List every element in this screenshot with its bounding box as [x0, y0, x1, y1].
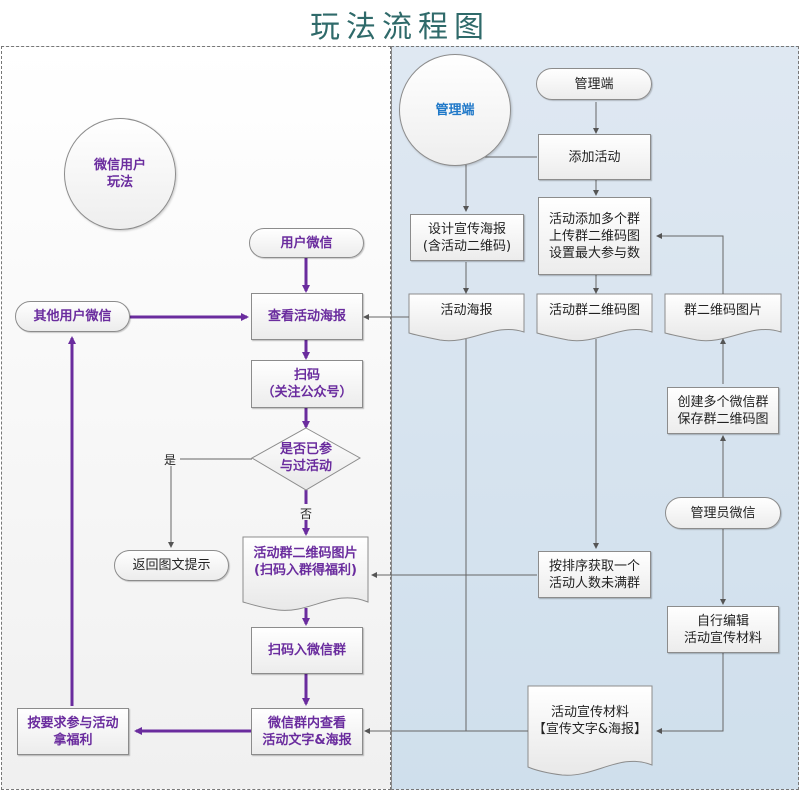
design-poster-step[interactable]: 设计宣传海报 (含活动二维码): [410, 214, 524, 261]
group-qr-doc-shape: [536, 293, 653, 342]
page-title: 玩法流程图: [310, 10, 490, 45]
user-flow-lines: [68, 258, 310, 735]
qr-image-doc[interactable]: 群二维码图片: [683, 303, 762, 318]
other-users-wechat[interactable]: 其他用户微信: [15, 301, 130, 332]
user-wechat-start[interactable]: 用户微信: [249, 228, 364, 258]
admin-lane-circle: 管理端: [399, 54, 511, 166]
group-qr-image-doc[interactable]: 活动群二维码图片 (扫码入群得福利): [253, 546, 358, 578]
admin-flow-lines: [168, 102, 726, 734]
decision-diamond-shape: [250, 427, 362, 491]
admin-start[interactable]: 管理端: [536, 68, 652, 100]
user-lane-label: 微信用户 玩法: [93, 158, 146, 190]
join-group-step[interactable]: 扫码入微信群: [251, 627, 363, 674]
group-qr-doc[interactable]: 活动群二维码图: [548, 303, 640, 318]
materials-doc-shape: [527, 685, 653, 776]
poster-doc[interactable]: 活动海报: [440, 303, 493, 318]
admin-wechat[interactable]: 管理员微信: [665, 497, 781, 529]
decision-yes-label: 是: [164, 453, 177, 467]
participate-step[interactable]: 按要求参与活动 拿福利: [17, 708, 129, 755]
participated-decision[interactable]: 是否已参 与过活动: [279, 442, 332, 474]
poster-doc-shape: [408, 293, 525, 342]
edit-materials-step[interactable]: 自行编辑 活动宣传材料: [667, 606, 779, 653]
add-activity-step[interactable]: 添加活动: [538, 134, 651, 180]
user-lane-circle: 微信用户 玩法: [64, 118, 176, 230]
admin-lane-label: 管理端: [435, 102, 475, 118]
view-in-group-step[interactable]: 微信群内查看 活动文字&海报: [251, 708, 363, 755]
user-group-qr-doc-shape: [242, 536, 369, 611]
scan-step[interactable]: 扫码 （关注公众号）: [251, 360, 363, 408]
qr-image-doc-shape: [664, 293, 782, 342]
create-groups-step[interactable]: 创建多个微信群 保存群二维码图: [667, 387, 779, 434]
materials-doc[interactable]: 活动宣传材料 【宣传文字&海报】: [532, 705, 648, 737]
add-groups-step[interactable]: 活动添加多个群 上传群二维码图 设置最大参与数: [538, 197, 651, 275]
decision-no-label: 否: [300, 507, 313, 521]
return-tip-end[interactable]: 返回图文提示: [114, 550, 229, 581]
pick-group-step[interactable]: 按排序获取一个 活动人数未满群: [538, 551, 651, 598]
view-poster-step[interactable]: 查看活动海报: [251, 293, 363, 340]
